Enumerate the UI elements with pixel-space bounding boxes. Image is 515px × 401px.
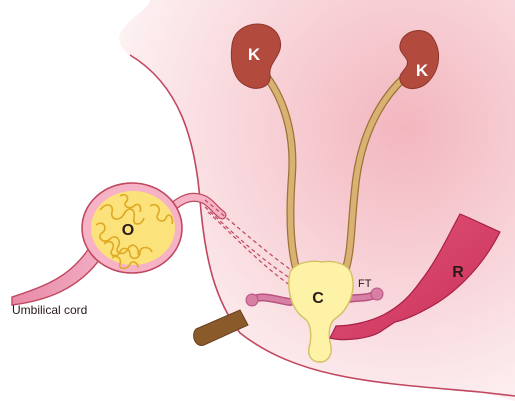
fallopian-tube-label: FT	[358, 278, 372, 290]
cloaca-label: C	[312, 290, 324, 307]
rectum-label: R	[452, 264, 464, 281]
kidney-left-label: K	[248, 45, 261, 64]
kidney-right-label: K	[416, 61, 429, 80]
lateral-tube-right-end	[371, 288, 383, 300]
gonad-label: O	[122, 222, 134, 239]
umbilical-cord-label: Umbilical cord	[12, 303, 87, 317]
lateral-tube-left-end	[246, 294, 258, 306]
tube-stub	[194, 310, 248, 345]
